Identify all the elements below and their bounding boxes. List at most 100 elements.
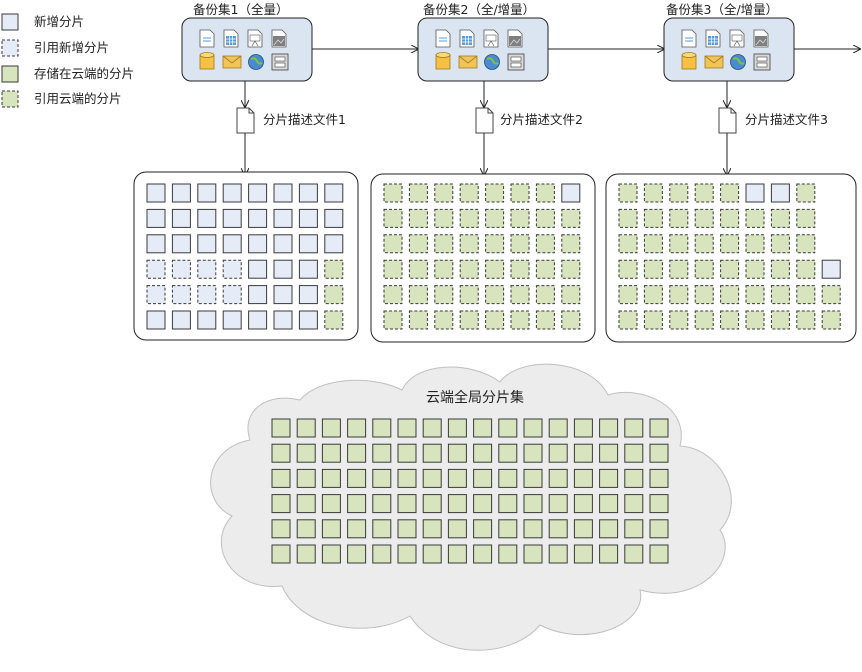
- legend-label: 新增分片: [34, 14, 85, 29]
- chunk: [694, 310, 714, 330]
- chunk: [561, 208, 581, 228]
- cloud-chunk: [271, 494, 291, 514]
- chunk: [561, 310, 581, 330]
- chunk: [273, 285, 293, 305]
- cloud-chunk: [649, 418, 669, 438]
- backup-set-3-box: [663, 17, 795, 82]
- chunk: [197, 310, 217, 330]
- chunk: [408, 285, 428, 305]
- chunk: [146, 208, 166, 228]
- cloud-chunk: [548, 544, 568, 564]
- chunk: [408, 259, 428, 279]
- chunk: [171, 234, 191, 254]
- chunk: [434, 285, 454, 305]
- chunk: [770, 310, 790, 330]
- chunk: [248, 208, 268, 228]
- cloud-chunk: [447, 443, 467, 463]
- cloud-chunk: [599, 418, 619, 438]
- legend-label: 引用云端的分片: [34, 91, 122, 106]
- chunk: [383, 259, 403, 279]
- chunk: [720, 285, 740, 305]
- chunk: [273, 208, 293, 228]
- cloud-chunk: [271, 418, 291, 438]
- cloud-chunk: [271, 468, 291, 488]
- chunk: [669, 234, 689, 254]
- chunk: [383, 285, 403, 305]
- chunk: [171, 183, 191, 203]
- chunk: [273, 310, 293, 330]
- cloud-chunk: [422, 494, 442, 514]
- document-icon: [435, 29, 451, 48]
- chunk: [796, 208, 816, 228]
- cloud-chunk: [296, 468, 316, 488]
- cloud-chunk: [422, 418, 442, 438]
- chunk: [459, 310, 479, 330]
- chunk: [383, 183, 403, 203]
- descriptor-file-3-label: 分片描述文件3: [745, 112, 828, 127]
- cloud-chunk: [422, 443, 442, 463]
- cloud-chunk: [599, 468, 619, 488]
- chunk: [618, 183, 638, 203]
- descriptor-file-icon: [236, 107, 255, 134]
- chunk: [510, 208, 530, 228]
- backup-set-3-chunk-panel: [605, 173, 857, 343]
- chunk: [298, 310, 318, 330]
- cloud-chunk: [599, 544, 619, 564]
- chunk: [745, 310, 765, 330]
- chunk: [273, 183, 293, 203]
- cloud-chunk: [347, 443, 367, 463]
- chunk: [770, 183, 790, 203]
- cloud-chunk: [649, 544, 669, 564]
- archive-icon: [507, 53, 525, 71]
- cloud-chunk: [473, 443, 493, 463]
- mail-icon: [222, 55, 242, 69]
- chunk: [796, 310, 816, 330]
- chunk: [510, 183, 530, 203]
- backup-set-2-box: [417, 17, 549, 82]
- cloud-chunk: [347, 519, 367, 539]
- cloud-chunk: [624, 418, 644, 438]
- image-icon: [507, 29, 523, 48]
- cloud-chunk: [321, 418, 341, 438]
- chunk: [694, 234, 714, 254]
- chunk: [535, 234, 555, 254]
- cloud-chunk: [573, 418, 593, 438]
- mail-icon: [704, 55, 724, 69]
- chunk: [618, 285, 638, 305]
- cloud-chunk: [321, 544, 341, 564]
- cloud-chunk: [573, 468, 593, 488]
- cloud-chunk: [473, 544, 493, 564]
- cloud-chunk: [296, 544, 316, 564]
- cloud-chunk: [624, 443, 644, 463]
- cloud-chunk: [321, 494, 341, 514]
- chunk: [770, 234, 790, 254]
- cloud-chunk: [447, 418, 467, 438]
- chunk: [146, 234, 166, 254]
- chunk: [745, 285, 765, 305]
- backup-set-2-title: 备份集2（全/增量）: [423, 2, 536, 17]
- chunk: [434, 259, 454, 279]
- chunk: [821, 285, 841, 305]
- chunk: [171, 208, 191, 228]
- chunk: [298, 285, 318, 305]
- chunk: [146, 259, 166, 279]
- spreadsheet-icon: [459, 29, 475, 48]
- cloud-chunk: [498, 443, 518, 463]
- chunk: [561, 183, 581, 203]
- archive-icon: [271, 53, 289, 71]
- cloud-chunk: [321, 519, 341, 539]
- cloud-chunk: [548, 468, 568, 488]
- cloud-chunk: [347, 544, 367, 564]
- cloud-chunk: [473, 494, 493, 514]
- cloud-chunk: [321, 468, 341, 488]
- chunk: [197, 259, 217, 279]
- cloud-chunk: [473, 418, 493, 438]
- cloud-chunk: [573, 443, 593, 463]
- chunk: [720, 310, 740, 330]
- presentation-icon: [729, 29, 745, 48]
- cloud-chunk: [473, 468, 493, 488]
- chunk: [434, 183, 454, 203]
- chunk: [298, 259, 318, 279]
- cloud-chunk: [498, 468, 518, 488]
